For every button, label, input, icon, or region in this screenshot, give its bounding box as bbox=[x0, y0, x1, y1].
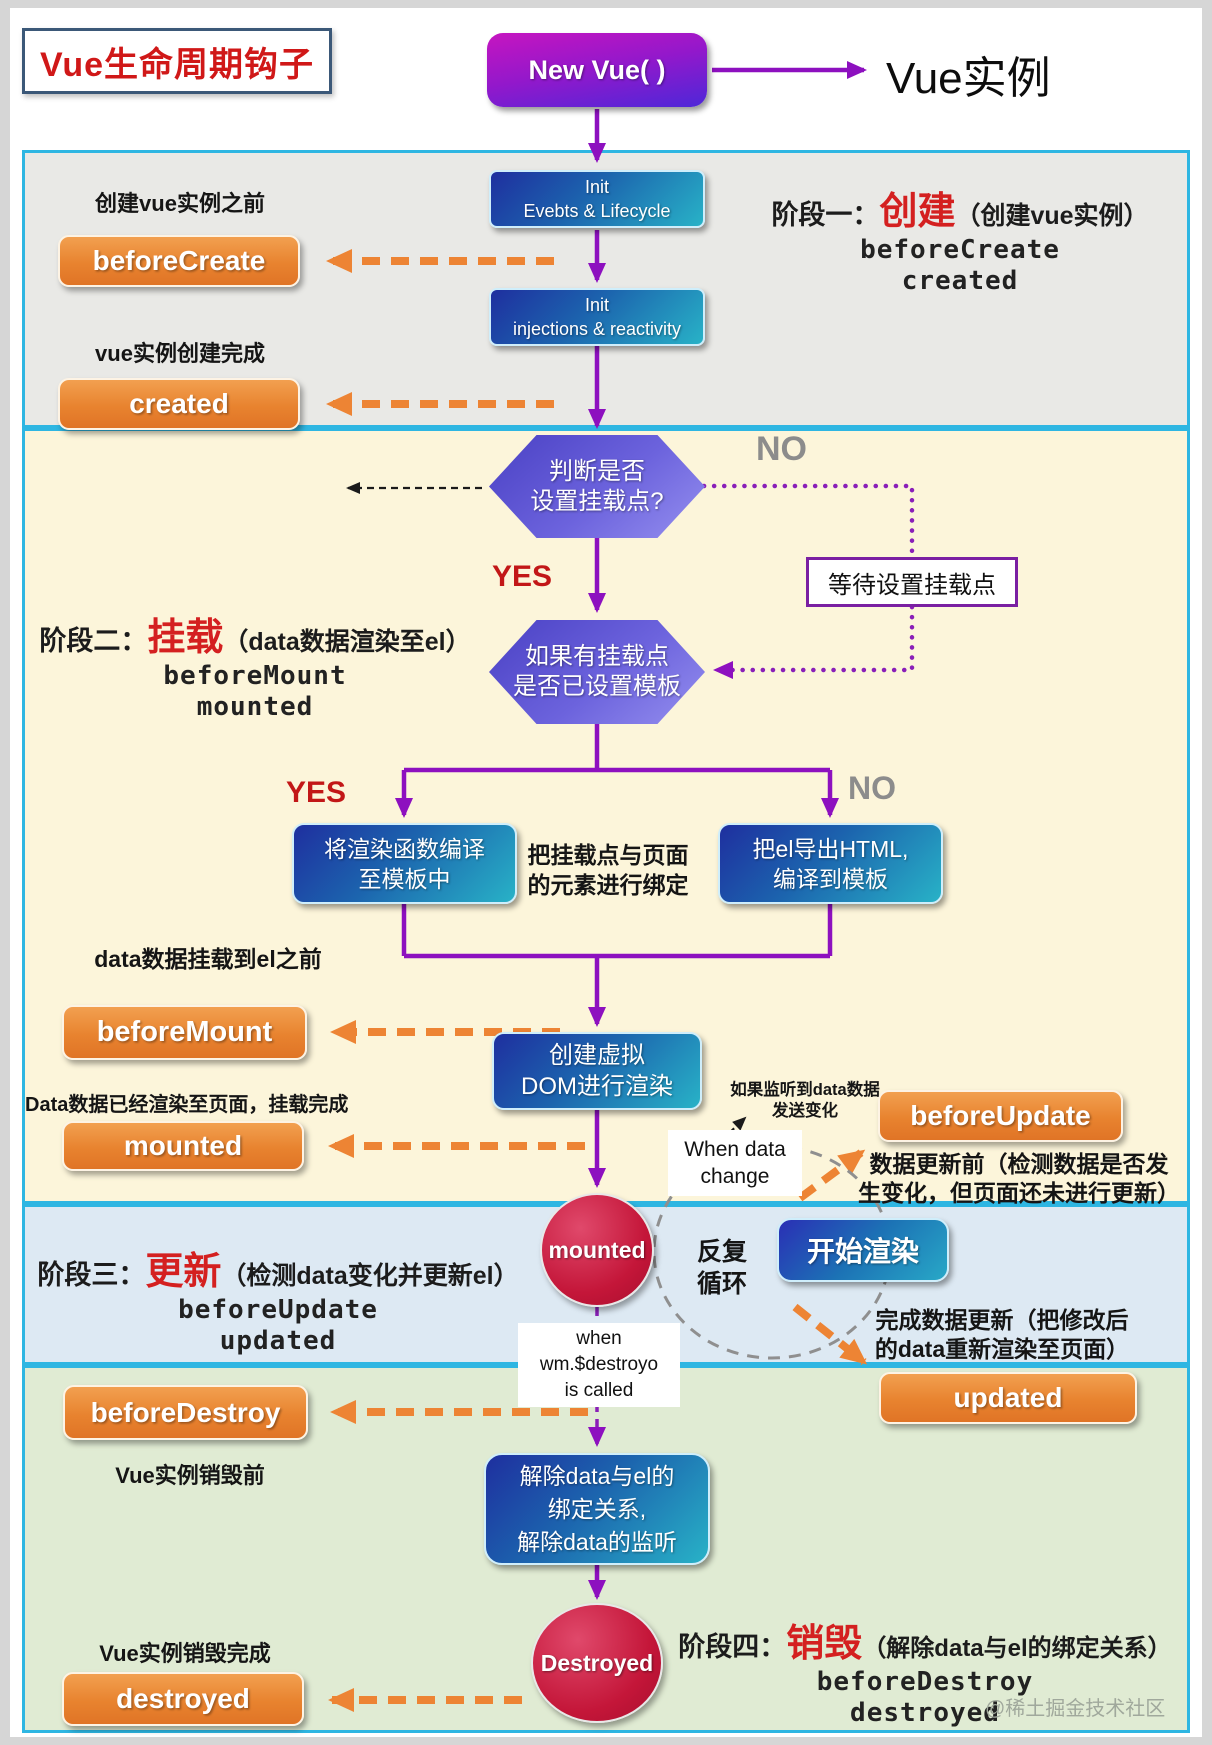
wait-mount-point-box: 等待设置挂载点 bbox=[806, 557, 1018, 607]
note-created-done: vue实例创建完成 bbox=[95, 341, 265, 366]
purple-flow-arrows bbox=[395, 61, 867, 1600]
stage1-hook2: created bbox=[901, 266, 1019, 296]
stage2-prefix: 阶段二： bbox=[39, 626, 148, 656]
vdom-line1: 创建虚拟 bbox=[549, 1042, 645, 1069]
when-data-change-box: When data change bbox=[668, 1130, 802, 1196]
compile-line2: 至模板中 bbox=[358, 865, 451, 892]
stage1-label: 阶段一：创建（创建vue实例） beforeCreate created bbox=[730, 180, 1190, 297]
unbind-line3: 解除data的监听 bbox=[517, 1528, 677, 1555]
loop-line2: 循环 bbox=[696, 1270, 747, 1298]
bind-note-line2: 的元素进行绑定 bbox=[527, 872, 689, 898]
unbind-line1: 解除data与el的 bbox=[519, 1462, 675, 1489]
export-line2: 编译到模板 bbox=[773, 865, 888, 892]
hook-beforecreate: beforeCreate bbox=[58, 235, 300, 287]
init1-line2: Evebts & Lifecycle bbox=[523, 201, 671, 221]
decision-mount-point: 判断是否 设置挂载点? bbox=[489, 435, 705, 538]
note-updated-done: 完成数据更新（把修改后 的data重新渲染至页面） bbox=[812, 1306, 1192, 1364]
when-data-line1: When data bbox=[684, 1138, 786, 1161]
when-data-line2: change bbox=[700, 1165, 770, 1188]
export-line1: 把el导出HTML, bbox=[752, 835, 909, 862]
stage3-prefix: 阶段三： bbox=[37, 1260, 146, 1290]
export-el-html-box: 把el导出HTML, 编译到模板 bbox=[718, 823, 943, 904]
stage4-hook2: destroyed bbox=[850, 1698, 1000, 1728]
branch-no-1: NO bbox=[756, 430, 807, 468]
init2-line2: injections & reactivity bbox=[512, 319, 682, 339]
stage2-hook1: beforeMount bbox=[163, 661, 347, 691]
init1-line1: Init bbox=[584, 177, 609, 197]
branch-yes-1: YES bbox=[492, 560, 553, 593]
compile-line1: 将渲染函数编译 bbox=[324, 835, 485, 862]
stage3-paren: （检测data变化并更新el） bbox=[221, 1262, 519, 1290]
stage1-paren: （创建vue实例） bbox=[955, 202, 1149, 230]
stage1-hook1: beforeCreate bbox=[860, 235, 1060, 265]
vue-instance-label: Vue实例 bbox=[886, 54, 1051, 103]
diagram-title: Vue生命周期钩子 bbox=[22, 28, 332, 94]
hex1-line2: 设置挂载点? bbox=[530, 487, 664, 515]
branch-yes-2: YES bbox=[286, 776, 347, 809]
stage4-paren: （解除data与el的绑定关系） bbox=[862, 1635, 1172, 1662]
bind-note-line1: 把挂载点与页面 bbox=[527, 842, 689, 868]
init2-line1: Init bbox=[584, 295, 609, 315]
stage3-keyword: 更新 bbox=[145, 1251, 222, 1293]
hook-destroyed: destroyed bbox=[62, 1672, 304, 1726]
updated-note-line1: 完成数据更新（把修改后 bbox=[875, 1307, 1129, 1333]
note-before-update: 数据更新前（检测数据是否发 生变化，但页面还未进行更新） bbox=[845, 1150, 1193, 1208]
stage4-keyword: 销毁 bbox=[786, 1623, 863, 1665]
stage4-hook1: beforeDestroy bbox=[816, 1667, 1034, 1697]
stage2-label: 阶段二：挂载（data数据渲染至el） beforeMount mounted bbox=[25, 606, 485, 723]
stage3-hook1: beforeUpdate bbox=[178, 1295, 378, 1325]
hook-beforedestroy: beforeDestroy bbox=[63, 1385, 308, 1440]
unbind-data-el-box: 解除data与el的 绑定关系, 解除data的监听 bbox=[484, 1453, 710, 1565]
when-destroy-line3: is called bbox=[564, 1380, 634, 1401]
watermark: @稀土掘金技术社区 bbox=[985, 1698, 1166, 1720]
hook-updated: updated bbox=[879, 1372, 1137, 1424]
stage4-prefix: 阶段四： bbox=[678, 1632, 787, 1662]
note-destroyed-done: Vue实例销毁完成 bbox=[99, 1641, 271, 1666]
destroyed-state-circle: Destroyed bbox=[531, 1603, 663, 1723]
updated-note-line2: 的data重新渲染至页面） bbox=[874, 1336, 1130, 1362]
note-watch-data: 如果监听到data数据 发送变化 bbox=[700, 1080, 910, 1122]
when-destroy-line1: when bbox=[576, 1328, 622, 1349]
hook-beforemount: beforeMount bbox=[62, 1005, 307, 1060]
new-vue-node: New Vue( ) bbox=[487, 33, 707, 107]
branch-no-2: NO bbox=[848, 770, 896, 806]
stage1-prefix: 阶段一： bbox=[771, 200, 880, 230]
mounted-state-circle: mounted bbox=[540, 1193, 654, 1307]
when-destroy-called-box: when wm.$destroyo is called bbox=[518, 1323, 680, 1407]
hex2-line2: 是否已设置模板 bbox=[513, 673, 681, 700]
stage2-hook2: mounted bbox=[196, 692, 314, 722]
vdom-line2: DOM进行渲染 bbox=[521, 1073, 673, 1100]
compile-render-fn-box: 将渲染函数编译 至模板中 bbox=[292, 823, 517, 904]
note-before-create: 创建vue实例之前 bbox=[95, 191, 265, 216]
hex2-line1: 如果有挂载点 bbox=[525, 643, 669, 670]
stage4-label: 阶段四：销毁（解除data与el的绑定关系） beforeDestroy des… bbox=[660, 1612, 1190, 1729]
decision-template-set: 如果有挂载点 是否已设置模板 bbox=[489, 620, 705, 724]
before-update-line2: 生变化，但页面还未进行更新） bbox=[858, 1180, 1180, 1206]
stage1-keyword: 创建 bbox=[879, 191, 956, 233]
stage3-hook2: updated bbox=[219, 1326, 337, 1356]
start-render-box: 开始渲染 bbox=[777, 1218, 949, 1282]
note-bind-element: 把挂载点与页面 的元素进行绑定 bbox=[508, 840, 708, 900]
note-before-mount: data数据挂载到el之前 bbox=[94, 946, 322, 972]
purple-dotted-path bbox=[701, 483, 915, 679]
stage3-label: 阶段三：更新（检测data变化并更新el） beforeUpdate updat… bbox=[18, 1240, 538, 1357]
note-before-destroy: Vue实例销毁前 bbox=[115, 1463, 265, 1488]
hook-beforeupdate: beforeUpdate bbox=[878, 1090, 1123, 1142]
init-events-lifecycle-box: Init Evebts & Lifecycle bbox=[489, 170, 705, 228]
hex1-line1: 判断是否 bbox=[549, 457, 645, 485]
note-loop: 反复 循环 bbox=[692, 1236, 752, 1300]
stage2-paren: （data数据渲染至el） bbox=[223, 628, 471, 656]
note-mounted-done: Data数据已经渲染至页面，挂载完成 bbox=[25, 1094, 349, 1116]
stage2-keyword: 挂载 bbox=[147, 617, 224, 659]
hook-mounted: mounted bbox=[62, 1121, 304, 1171]
watch-line1: 如果监听到data数据 bbox=[730, 1081, 880, 1099]
before-update-line1: 数据更新前（检测数据是否发 bbox=[869, 1151, 1169, 1177]
hook-created: created bbox=[58, 378, 300, 430]
init-injections-reactivity-box: Init injections & reactivity bbox=[489, 288, 705, 346]
unbind-line2: 绑定关系, bbox=[547, 1495, 647, 1522]
when-destroy-line2: wm.$destroyo bbox=[539, 1354, 659, 1375]
loop-line1: 反复 bbox=[696, 1238, 747, 1266]
watch-line2: 发送变化 bbox=[772, 1102, 838, 1120]
virtual-dom-render-box: 创建虚拟 DOM进行渲染 bbox=[492, 1032, 702, 1110]
